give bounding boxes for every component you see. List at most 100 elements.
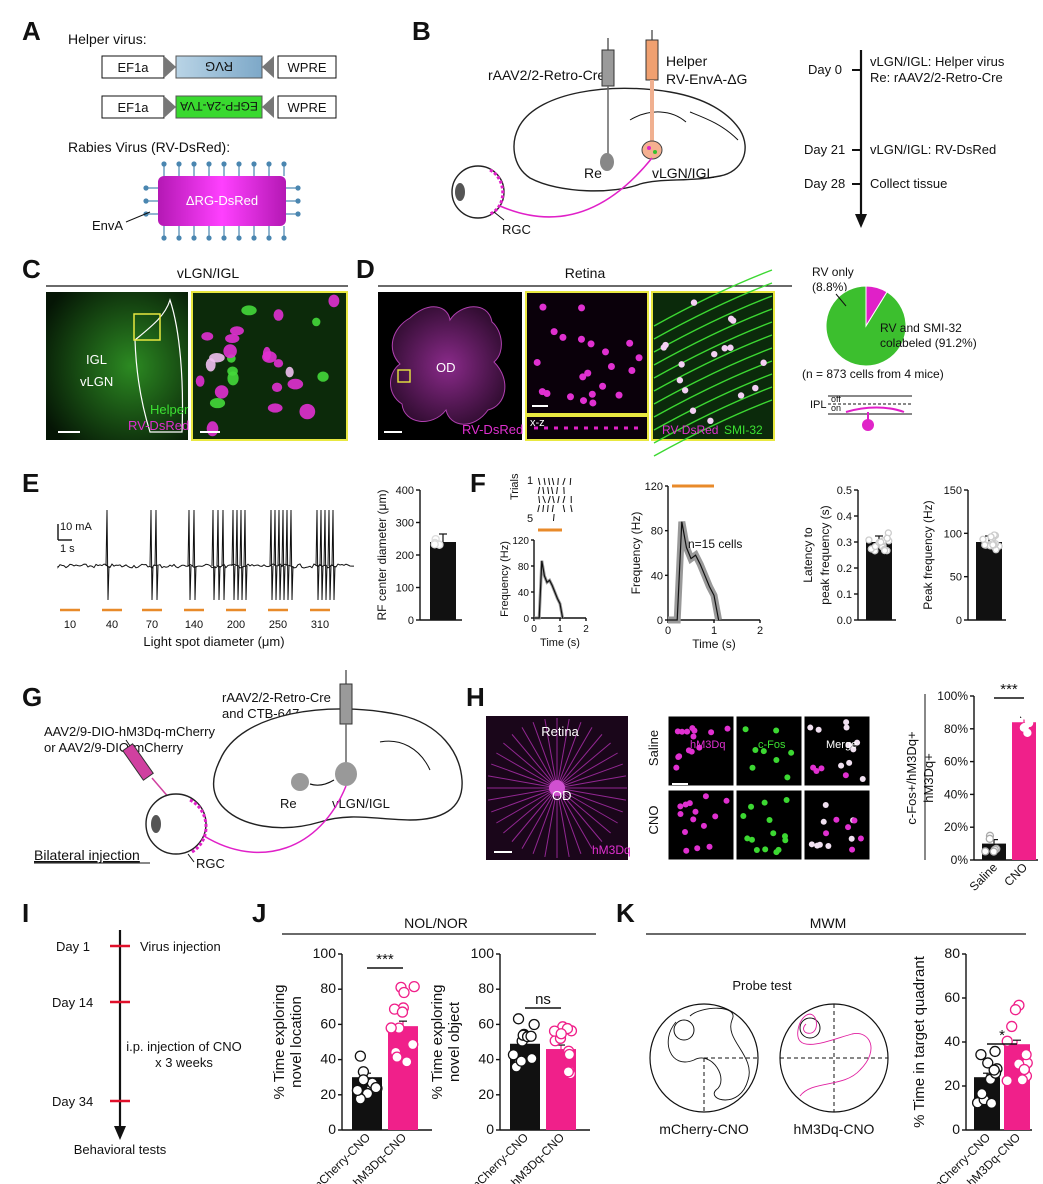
data-point (354, 1050, 367, 1062)
cell (822, 802, 829, 809)
fiber (653, 347, 773, 405)
y-tick-label: 100 (944, 528, 962, 540)
x-tick-label: 0 (531, 624, 537, 635)
vlgn-outline (134, 298, 184, 433)
pie-label-rv-only-pct: (8.8%) (812, 280, 847, 294)
d-zoom-rv (525, 291, 649, 415)
y-tick-label: 40 (320, 1051, 336, 1067)
data-point (1009, 1004, 1022, 1016)
cell (843, 719, 850, 726)
scale-v-label: 10 mA (60, 521, 92, 533)
hippocampus-line (379, 740, 431, 771)
rgc-dendrites (845, 406, 905, 413)
lox-triangle (262, 96, 274, 118)
panel-letter-g: G (22, 682, 42, 712)
spike-tick (551, 504, 554, 513)
cell (599, 382, 607, 390)
bar (1012, 722, 1036, 860)
vessel (556, 742, 611, 789)
y-tick-label: 40 (651, 570, 663, 582)
n-cells-label: n=15 cells (688, 537, 742, 551)
cell (214, 385, 229, 399)
cell-dot (647, 146, 651, 150)
vessel (532, 787, 558, 854)
merge-rv-legend: RV-DsRed (662, 423, 718, 437)
y-axis-label: Frequency (Hz) (499, 541, 511, 617)
timeline-text: vLGN/IGL: RV-DsRed (870, 142, 996, 157)
vlgn-label: vLGN/IGL (652, 165, 714, 181)
cell (676, 377, 684, 384)
spike-head (221, 235, 227, 241)
cell (690, 733, 697, 740)
wpre-box-1 (277, 55, 337, 79)
cell (539, 303, 547, 311)
spike-tick (557, 477, 559, 486)
panel-d: D Retina OD RV-DsRed x-z RV-DsRed SMI-32… (356, 254, 977, 457)
vessel (556, 763, 623, 789)
spike-tick (542, 504, 545, 513)
cell (816, 841, 823, 848)
spike (285, 509, 290, 601)
spike-tick (537, 504, 540, 513)
trials-label: Trials (509, 473, 521, 500)
data-point (1020, 711, 1029, 720)
cell (843, 724, 850, 731)
data-point (989, 541, 997, 549)
cell (721, 345, 728, 352)
cell (838, 762, 845, 769)
y-tick-label: 40 (518, 588, 530, 599)
re-label: Re (280, 796, 297, 811)
cell (724, 725, 731, 732)
cell (678, 361, 685, 368)
spike (192, 509, 197, 601)
pupil (151, 815, 161, 833)
trial-tick: 5 (527, 513, 533, 525)
cell (584, 369, 592, 377)
cell (683, 847, 690, 854)
vessel (487, 775, 558, 789)
spike (105, 509, 110, 601)
spike-head (206, 235, 212, 241)
cell (601, 348, 609, 356)
bar (430, 542, 456, 620)
cell (271, 382, 283, 393)
re-label: Re (584, 165, 602, 181)
pie-label-colabeled: RV and SMI-32 (880, 321, 962, 335)
y-tick-label: 0.4 (837, 511, 852, 523)
spike-head (191, 235, 197, 241)
rgc-layer (489, 168, 505, 216)
c-micrograph-overview (46, 292, 188, 440)
rgc-label: RGC (196, 856, 225, 871)
cell (723, 797, 730, 804)
spike (243, 509, 248, 601)
cell (209, 352, 225, 363)
virion-spikes (143, 161, 301, 241)
ef1a-label-1: EF1a (117, 60, 149, 75)
cell (849, 846, 856, 853)
y-tick-label: 0 (328, 1121, 336, 1137)
cell (815, 726, 822, 733)
cell (857, 835, 864, 842)
cell (225, 333, 240, 344)
data-point (880, 546, 889, 555)
projection-arrow (309, 779, 335, 786)
j-title: NOL/NOR (404, 915, 468, 931)
cell (674, 728, 681, 735)
x-tick-label: 2 (583, 624, 589, 635)
y-tick-label: 0 (657, 615, 663, 627)
virus-injection-label: Virus injection (140, 939, 221, 954)
cell (788, 749, 795, 756)
cell (760, 748, 767, 755)
cell (749, 764, 756, 771)
y-tick-label: 0 (952, 1121, 960, 1137)
spike-tick (552, 513, 555, 522)
rgc-projection (203, 785, 347, 854)
cell (299, 403, 316, 420)
y-axis-label: hM3Dq+ (921, 753, 936, 803)
spike-tick (543, 477, 546, 486)
spot-size-label: 310 (311, 619, 329, 631)
day-label: Day 14 (52, 995, 93, 1010)
merge-smi-legend: SMI-32 (724, 423, 763, 437)
platform-location (799, 1017, 821, 1039)
cell (753, 846, 760, 853)
